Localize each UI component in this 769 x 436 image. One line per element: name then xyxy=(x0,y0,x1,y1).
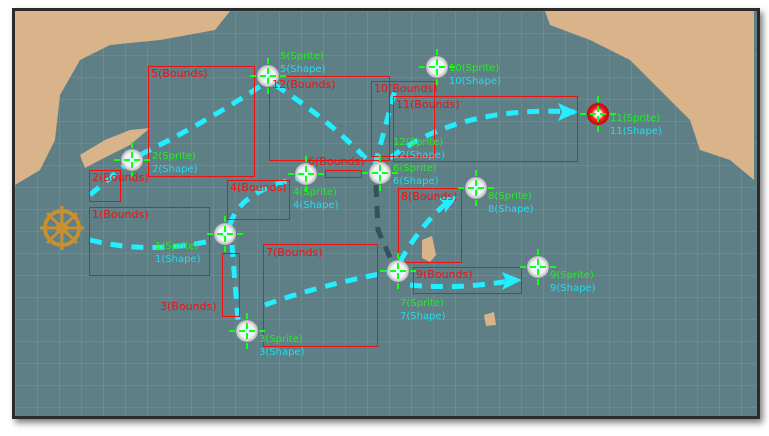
bounds-label: 8(Bounds) xyxy=(401,190,458,203)
route-path xyxy=(409,277,516,290)
bounds-box xyxy=(263,244,378,347)
shape-label: 2(Shape) xyxy=(152,164,198,175)
shape-label: 12(Shape) xyxy=(393,150,445,161)
bounds-box xyxy=(393,96,578,162)
shape-label: 10(Shape) xyxy=(449,76,501,87)
sprite-label: 5(Sprite) xyxy=(280,51,324,62)
bounds-box xyxy=(89,207,210,276)
route-path xyxy=(273,82,374,167)
arrow-head-icon xyxy=(502,272,522,290)
bounds-box xyxy=(227,180,290,220)
shape-label: 7(Shape) xyxy=(400,311,446,322)
route-path xyxy=(264,269,391,308)
shape-label: 5(Shape) xyxy=(280,64,326,75)
bounds-box xyxy=(269,76,390,161)
arrow-head-icon xyxy=(558,103,578,121)
sprite-label: 10(Sprite) xyxy=(449,63,500,74)
sprite-label: 6(Sprite) xyxy=(393,163,437,174)
shape-label: 1(Shape) xyxy=(155,254,201,265)
shape-label: 11(Shape) xyxy=(610,126,662,137)
bounds-label: 9(Bounds) xyxy=(416,268,473,281)
bounds-label: 5(Bounds) xyxy=(151,67,208,80)
route-path xyxy=(227,175,301,226)
sprite-label: 2(Sprite) xyxy=(152,151,196,162)
sprite-label: 4(Sprite) xyxy=(293,187,337,198)
bounds-box xyxy=(89,170,121,202)
bounds-label: 4(Bounds) xyxy=(230,181,287,194)
bounds-box xyxy=(413,267,522,294)
map-grid xyxy=(15,11,757,416)
shape-label: 9(Shape) xyxy=(550,283,596,294)
route-path xyxy=(397,198,452,264)
sprite-label: 8(Sprite) xyxy=(488,191,532,202)
bounds-box xyxy=(148,66,255,177)
bounds-box xyxy=(398,188,462,263)
route-path xyxy=(372,89,398,166)
bounds-box xyxy=(222,253,240,317)
arrow-head-icon xyxy=(438,196,458,213)
bounds-label: 10(Bounds) xyxy=(374,82,438,95)
route-path-dark xyxy=(373,184,395,264)
bounds-label: 3(Bounds) xyxy=(160,300,217,313)
sprite-label: 12(Sprite) xyxy=(393,137,444,148)
bounds-label: 6(Bounds) xyxy=(308,155,365,168)
ship-wheel-icon xyxy=(40,206,84,250)
land-northeast xyxy=(545,11,754,180)
route-path xyxy=(88,163,127,197)
bounds-label: 1(Bounds) xyxy=(92,208,149,221)
sprite-label: 9(Sprite) xyxy=(550,270,594,281)
route-path xyxy=(138,82,264,158)
shape-label: 3(Shape) xyxy=(259,347,305,358)
route-path xyxy=(388,108,576,160)
island xyxy=(422,236,436,262)
shape-label: 6(Shape) xyxy=(393,176,439,187)
bounds-box xyxy=(325,170,362,178)
land-northwest xyxy=(15,11,230,185)
sprite-label: 1(Sprite) xyxy=(155,241,199,252)
island-small xyxy=(484,312,496,326)
land-peninsula xyxy=(80,128,150,168)
sprite-label: 7(Sprite) xyxy=(400,298,444,309)
bounds-label: 2(Bounds) xyxy=(92,171,149,184)
route-path xyxy=(89,237,216,250)
shape-label: 8(Shape) xyxy=(488,204,534,215)
bounds-label: 7(Bounds) xyxy=(266,246,323,259)
sprite-label: 3(Sprite) xyxy=(259,334,303,345)
bounds-label: 12(Bounds) xyxy=(272,78,336,91)
bounds-label: 11(Bounds) xyxy=(396,98,460,111)
sprite-label: 11(Sprite) xyxy=(610,113,661,124)
bounds-box xyxy=(371,81,435,157)
shape-label: 4(Shape) xyxy=(293,200,339,211)
